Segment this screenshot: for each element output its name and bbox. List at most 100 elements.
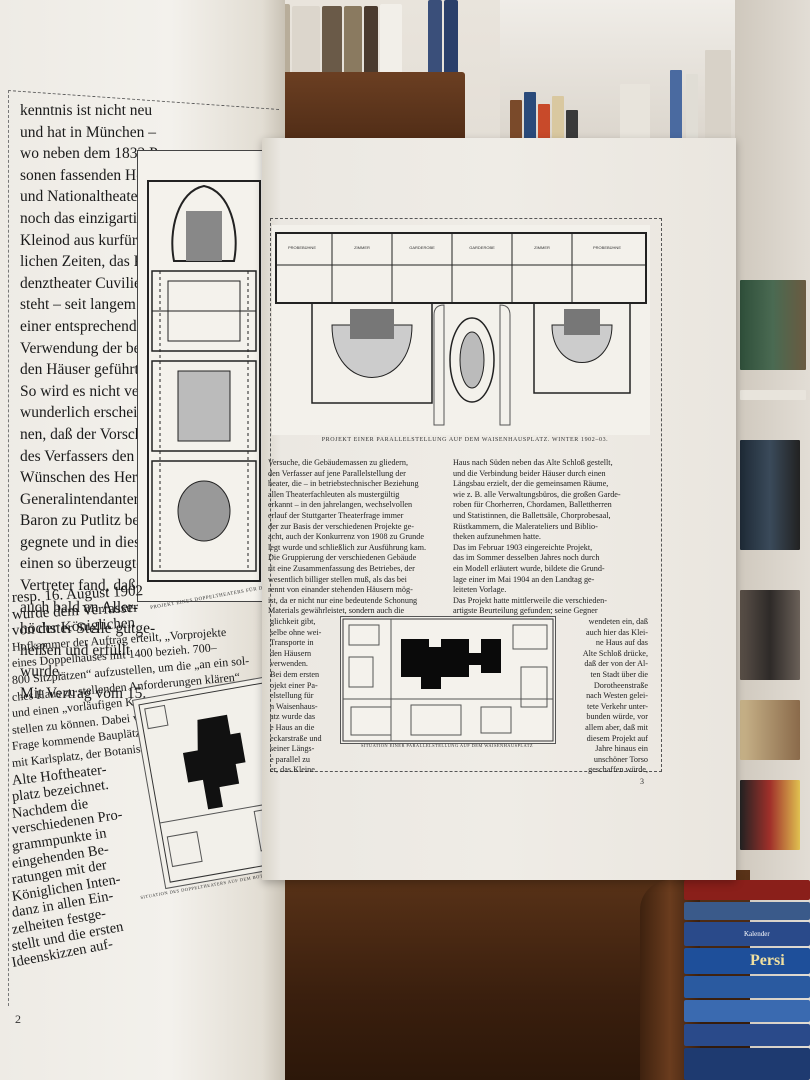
book-spine	[686, 74, 698, 140]
text-line: einer entsprechenden	[20, 317, 152, 335]
text-line: sonen fassenden Hof-	[20, 166, 155, 184]
text-line: verwenden.	[270, 659, 308, 669]
text-line: allen Theaterfachleuten als mustergültig	[268, 489, 400, 499]
right-column-1-short: glichkeit gibt,selbe ohne wei-Transporte…	[270, 617, 336, 776]
book-row	[740, 780, 800, 850]
book-row	[740, 700, 800, 760]
text-line: Alte Schloß drücke,	[582, 648, 648, 658]
plan-label: PROBEBÜHNE	[593, 245, 621, 250]
text-line: e Haus an die	[270, 722, 315, 732]
plan-label: GARDEROBE	[409, 245, 435, 250]
plan-label: ZIMMER	[354, 245, 370, 250]
text-line: ist, da er nicht nur eine bedeutende Sch…	[268, 595, 418, 605]
book-row	[740, 440, 800, 550]
text-line: steht – seit langem zu	[20, 296, 155, 314]
text-line: selbe ohne wei-	[270, 627, 322, 637]
book-spine	[428, 0, 442, 78]
text-line: den Häusern	[270, 648, 312, 658]
book-spine	[510, 100, 522, 140]
text-line: theken aufzunehmen hatte.	[453, 532, 541, 542]
text-line: denztheater Cuvilié’s	[20, 274, 152, 292]
text-line: wo neben dem 1832 Per-	[20, 145, 175, 163]
text-line: höchster Stelle gutge-	[20, 620, 156, 638]
book-stack	[684, 976, 810, 998]
text-line: ne Haus auf das	[595, 638, 648, 648]
text-line: erlauf der Stuttgarter Theaterfrage imme…	[268, 510, 404, 520]
text-line: Längsbau erzielt, der die gemeinsamen Rä…	[453, 479, 609, 489]
book-row	[740, 280, 806, 370]
plan-label: GARDEROBE	[469, 245, 495, 250]
book-stack	[684, 1024, 810, 1046]
right-page-number: 3	[640, 777, 644, 786]
text-line: eckarstraße und	[270, 733, 322, 743]
book-persi: Persi	[684, 948, 810, 974]
text-line: wesentlich billiger stellen muß, als das…	[268, 574, 407, 584]
text-line: ein Modell erläutert wurde, bildete die …	[453, 563, 605, 573]
text-line: bunden würde, vor	[586, 712, 648, 722]
text-line: wendeten ein, daß	[588, 617, 648, 626]
stacked-books: Kalender Persi	[684, 880, 810, 1080]
text-line: unschöner Torso	[593, 754, 648, 764]
text-line: und Nationaltheater	[20, 188, 143, 206]
text-line: n Waisenhaus-	[270, 701, 318, 711]
right-site-caption: SITUATION EINER PARALLELSTELLUNG AUF DEM…	[360, 743, 534, 748]
text-line: diesem Projekt auf	[586, 733, 648, 743]
right-plan-caption: PROJEKT EINER PARALLELSTELLUNG AUF DEM W…	[321, 437, 609, 443]
text-line: den Häuser geführt.	[20, 361, 143, 379]
text-line: Transporte in	[270, 638, 314, 648]
text-line: das im Sommer desselben Jahres noch durc…	[453, 553, 600, 563]
book-spine	[292, 6, 320, 78]
text-line: und die Verbindung beider Häuser durch e…	[453, 468, 606, 478]
floor-plan-drawing	[147, 180, 261, 582]
text-line: Kleinod aus kurfürst-	[20, 231, 153, 249]
text-line: Wünschen des Herrn	[20, 469, 150, 487]
text-line: rit eine Zusammenfassung des Betriebes, …	[268, 563, 415, 573]
book-kalender: Kalender	[684, 922, 810, 946]
text-line: tete Verkehr unter-	[586, 701, 648, 711]
text-line: auch bald an Aller-	[20, 598, 139, 616]
book-spine	[344, 6, 362, 78]
right-books	[740, 280, 810, 880]
text-line: Mit Vertrag vom 15.	[20, 685, 147, 703]
text-line: geschaffen würde,	[588, 765, 648, 775]
text-line: Haus nach Süden neben das Alte Schloß ge…	[453, 458, 613, 467]
right-column-1: Versuche, die Gebäudemassen zu gliedern,…	[268, 458, 448, 617]
left-floor-plan	[137, 150, 269, 602]
glass-shelf	[500, 0, 740, 150]
text-line: daß der von der Al-	[584, 659, 648, 669]
right-site-plan	[340, 616, 556, 744]
text-line: kenntnis ist nicht neu	[20, 102, 153, 119]
left-page-number: 2	[15, 1012, 21, 1026]
book-spine	[444, 0, 458, 78]
text-line: Das im Februar 1903 eingereichte Projekt…	[453, 542, 593, 552]
text-line: Verwendung der bei-	[20, 339, 150, 357]
text-line: wurde.	[20, 663, 63, 681]
text-line: Dorotheenstraße	[593, 680, 648, 690]
right-page-border	[270, 218, 662, 772]
text-line: und Statistinnen, die Ballettsäle, Chorp…	[453, 510, 611, 520]
book-spine	[524, 92, 536, 140]
text-line: legt wurde und schließlich zur Ausführun…	[268, 542, 427, 552]
text-line: des Verfassers den	[20, 447, 135, 465]
text-line: Generalintendanten	[20, 490, 142, 508]
text-line: ojekt einer Pa-	[270, 680, 318, 690]
book-spine	[364, 6, 378, 78]
book-stack	[684, 880, 810, 900]
text-line: seiner Längs-	[270, 744, 315, 754]
plan-label: PROBEBÜHNE	[288, 245, 316, 250]
book-spine	[552, 96, 564, 140]
text-line: Materials gewährleistet, sondern auch di…	[268, 606, 405, 616]
text-line: nach Westen gelei-	[586, 691, 648, 701]
right-floor-plan: PROBEBÜHNE ZIMMER GARDEROBE GARDEROBE ZI…	[272, 225, 650, 435]
book-spine	[566, 110, 578, 140]
text-line: wunderlich erschei-	[20, 404, 143, 422]
text-line: leiteten Vorlage.	[453, 585, 507, 595]
plan-label: ZIMMER	[534, 245, 550, 250]
text-line: Das Projekt hatte mittlerweile die versc…	[453, 595, 607, 605]
text-line: er, das Kleine	[270, 765, 315, 775]
text-line: lage einer im Mai 1904 an den Landtag ge…	[453, 574, 595, 584]
text-line: allem aber, daß mit	[585, 722, 648, 732]
